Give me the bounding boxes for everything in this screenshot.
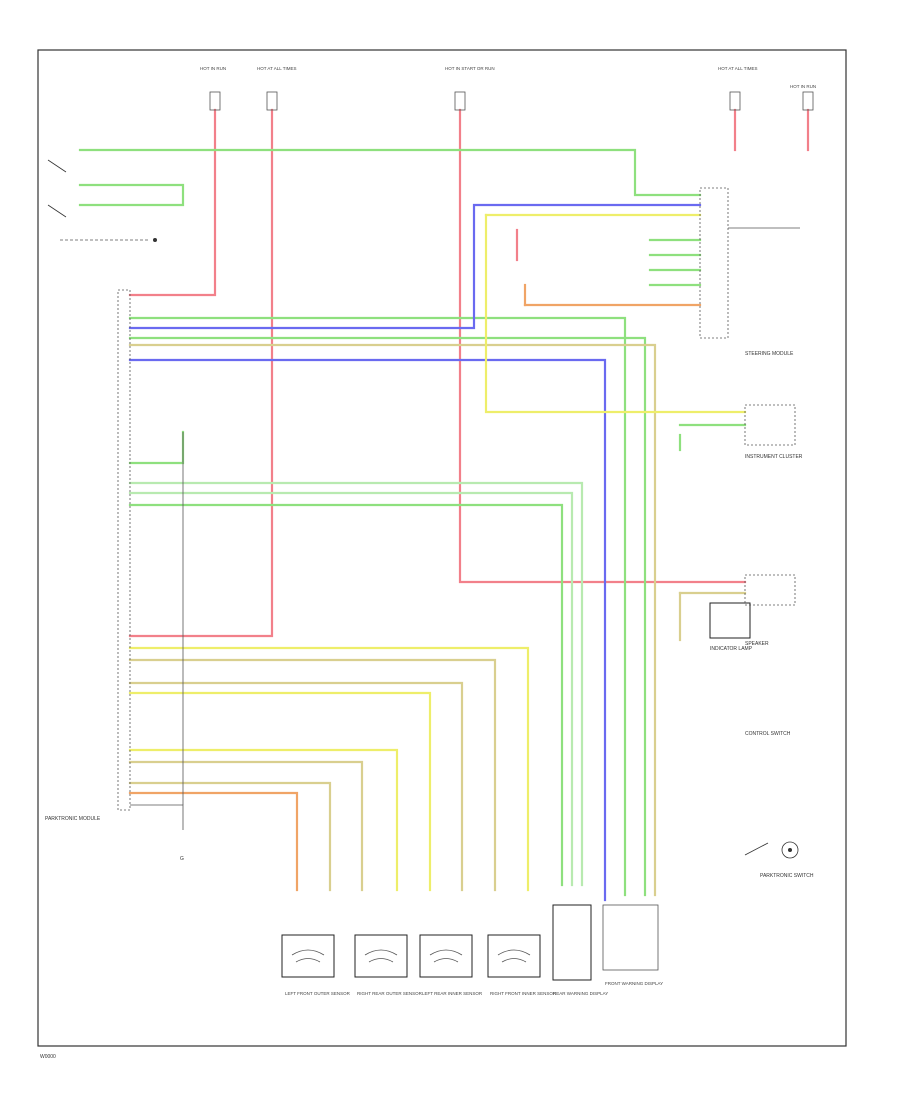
wire-tan-11 — [128, 760, 364, 892]
front-warning-display-box — [602, 904, 659, 971]
ground-label: G — [180, 856, 184, 862]
sensor-label-1: LEFT FRONT OUTER SENSOR — [285, 991, 351, 996]
instrument-label: INSTRUMENT CLUSTER — [745, 454, 803, 460]
wire-green-top — [78, 148, 702, 197]
control-switch-label: CONTROL SWITCH — [745, 731, 791, 737]
speaker-connector — [744, 574, 796, 606]
wire-red-2 — [128, 108, 274, 638]
sensor-label-2: RIGHT REAR OUTER SENSOR — [357, 991, 423, 996]
wire-yellow-10 — [128, 748, 399, 892]
speaker-label: SPEAKER — [745, 641, 769, 647]
sensor-right-front-inner — [487, 934, 541, 978]
sensor-label-6: FRONT WARNING DISPLAY — [605, 981, 663, 986]
wire-red-3 — [458, 108, 747, 584]
sensor-label-5: REAR WARNING DISPLAY — [553, 991, 608, 996]
wire-yellow-3 — [484, 213, 747, 414]
fuse-4-label: HOT AT ALL TIMES — [718, 66, 758, 71]
wire-group — [78, 108, 810, 902]
wire-tan-1 — [128, 343, 657, 897]
sensor-right-rear-outer — [354, 934, 408, 978]
wire-yellow-9 — [128, 691, 432, 892]
wire-green-6 — [128, 481, 584, 887]
control-unit-connector — [699, 187, 729, 339]
wire-tan-7 — [128, 658, 497, 892]
wire-blue-2 — [128, 358, 607, 902]
sensor-label-4: RIGHT FRONT INNER SENSOR — [490, 991, 557, 996]
sensor-left-rear-inner — [419, 934, 473, 978]
fuse-1-label: HOT IN RUN — [200, 66, 226, 71]
module-label: PARKTRONIC MODULE — [45, 816, 101, 822]
wire-tan-8 — [128, 681, 464, 892]
fuse-3-label: HOT IN START OR RUN — [445, 66, 495, 71]
components — [47, 91, 814, 981]
wire-orange-13 — [128, 791, 299, 892]
wire-green-4 — [128, 336, 647, 897]
rear-warning-display-box — [552, 904, 592, 981]
fuse-2-label: HOT AT ALL TIMES — [257, 66, 297, 71]
wire-green-7 — [128, 491, 574, 887]
speaker-box — [709, 602, 751, 639]
wire-red-1 — [128, 108, 217, 297]
diagram-text: HOT IN RUN HOT AT ALL TIMES HOT IN START… — [40, 66, 816, 1060]
wire-green-8 — [128, 503, 564, 887]
wire-yellow-6 — [128, 646, 530, 892]
parktronic-switch — [744, 841, 799, 859]
sensor-left-front-outer — [281, 934, 335, 978]
footer-code: W0000 — [40, 1054, 56, 1060]
parktronic-module-connector — [117, 289, 131, 811]
left-switch-block — [47, 159, 157, 242]
indicator-label: INDICATOR LAMP — [710, 646, 753, 652]
wire-tan-12 — [128, 781, 332, 892]
fuse-5-label: HOT IN RUN — [790, 84, 816, 89]
diagram-frame — [37, 49, 847, 1047]
instrument-cluster-connector — [744, 404, 796, 446]
wire-blue-1 — [128, 203, 702, 330]
sensor-label-3: LEFT REAR INNER SENSOR — [422, 991, 483, 996]
steering-label: STEERING MODULE — [745, 351, 794, 357]
parktronic-switch-label: PARKTRONIC SWITCH — [760, 873, 814, 879]
wire-green-3 — [128, 316, 627, 897]
fuse-markers — [209, 91, 814, 111]
wire-green-2 — [78, 183, 185, 207]
